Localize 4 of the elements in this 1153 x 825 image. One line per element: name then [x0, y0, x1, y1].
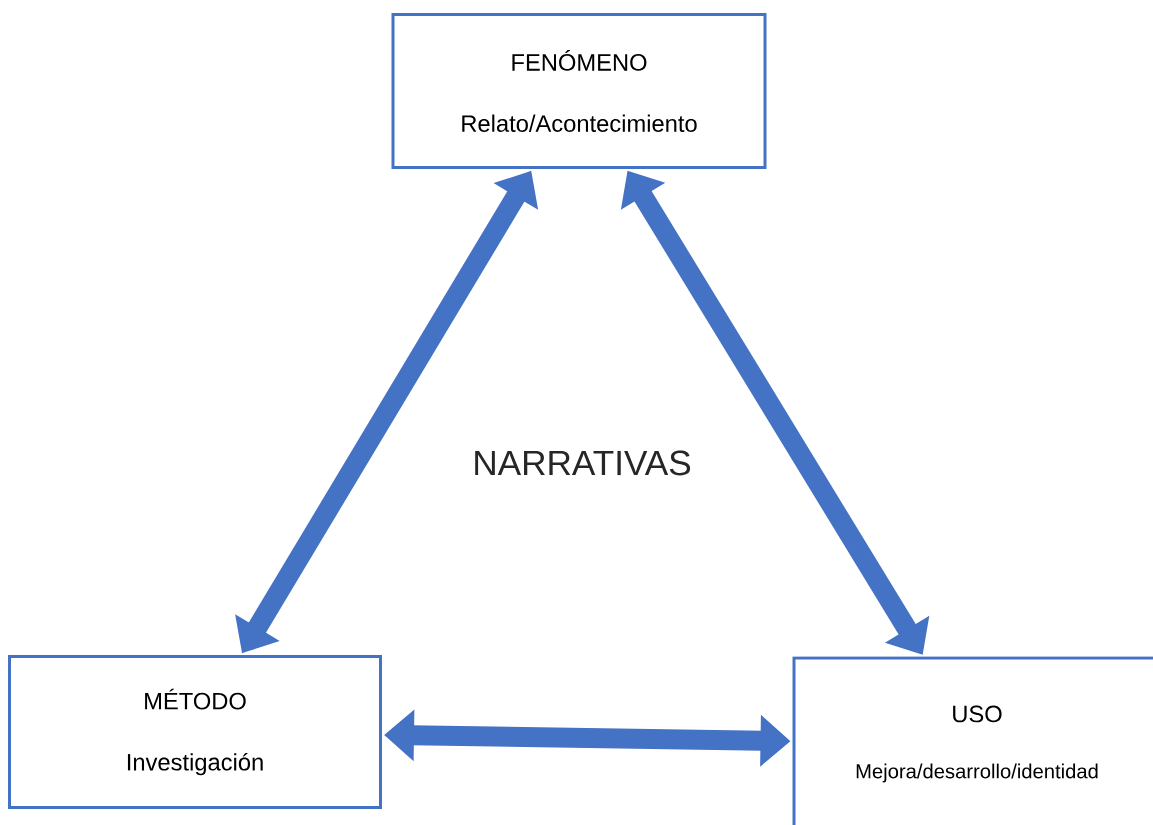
text-box: MÉTODO Investigación	[8, 655, 382, 809]
text-box: USO Mejora/desarrollo/identidad	[792, 656, 1153, 825]
center-title: NARRATIVAS	[475, 450, 691, 476]
text-box: FENÓMENO Relato/Acontecimiento	[391, 13, 767, 169]
